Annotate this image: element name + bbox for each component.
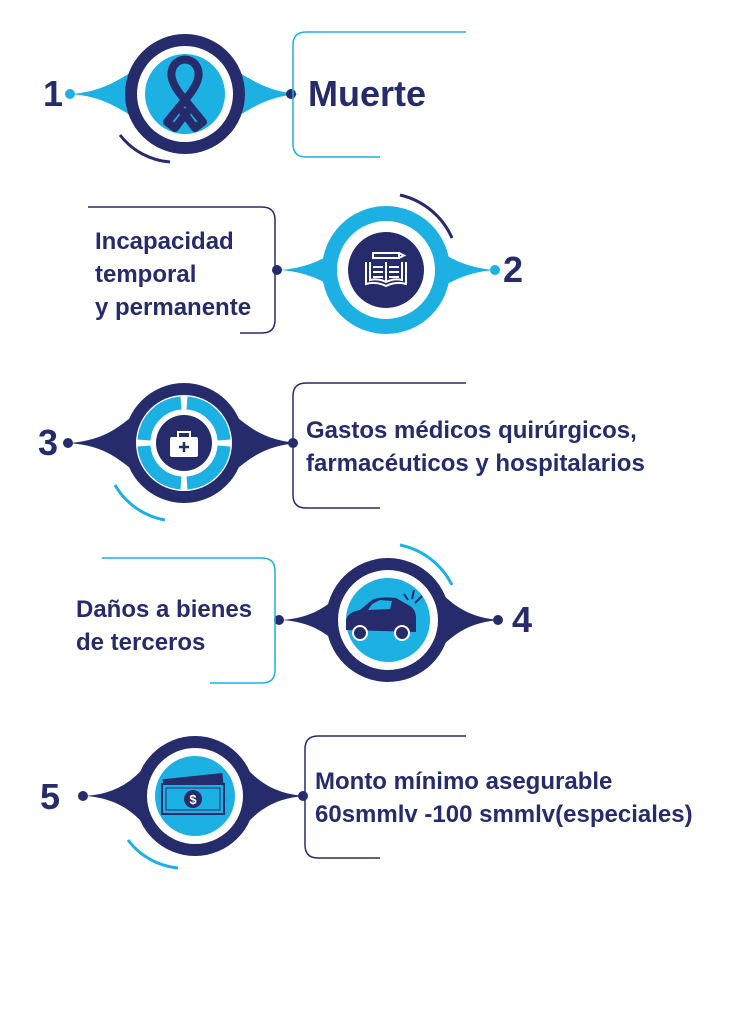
label-4: Daños a bienes de terceros — [76, 593, 252, 659]
label-2-line-3: y permanente — [95, 294, 252, 321]
label-3-line-1: Gastos médicos quirúrgicos, — [306, 417, 637, 444]
label-5: Monto mínimo asegurable 60smmlv -100 smm… — [315, 765, 693, 831]
medical-kit-icon — [170, 431, 198, 457]
svg-text:$: $ — [189, 792, 197, 807]
step-number-4: 4 — [512, 599, 533, 640]
node-3 — [63, 382, 466, 522]
label-4-line-2: de terceros — [76, 629, 206, 656]
crashed-car-icon — [346, 589, 423, 641]
money-bills-icon: $ — [161, 772, 226, 815]
node-1 — [65, 31, 466, 164]
label-5-line-2: 60smmlv -100 smmlv(especiales) — [315, 801, 693, 828]
label-1: Muerte — [308, 74, 426, 114]
label-2-line-1: Incapacidad — [95, 228, 234, 255]
label-1-line-1: Muerte — [308, 73, 427, 114]
step-number-2: 2 — [503, 249, 524, 290]
step-number-1: 1 — [43, 73, 64, 114]
label-2: Incapacidad temporal y permanente — [95, 225, 251, 324]
node-4 — [102, 543, 503, 684]
open-book-pencil-icon — [365, 252, 407, 288]
step-number-3: 3 — [38, 422, 59, 463]
node-5: $ — [78, 735, 466, 870]
step-number-5: 5 — [40, 776, 61, 817]
label-3: Gastos médicos quirúrgicos, farmacéutico… — [306, 414, 645, 480]
label-2-line-2: temporal — [95, 261, 197, 288]
node-2 — [88, 193, 500, 334]
label-3-line-2: farmacéuticos y hospitalarios — [306, 450, 645, 477]
label-4-line-1: Daños a bienes — [76, 596, 253, 623]
label-5-line-1: Monto mínimo asegurable — [315, 768, 613, 795]
